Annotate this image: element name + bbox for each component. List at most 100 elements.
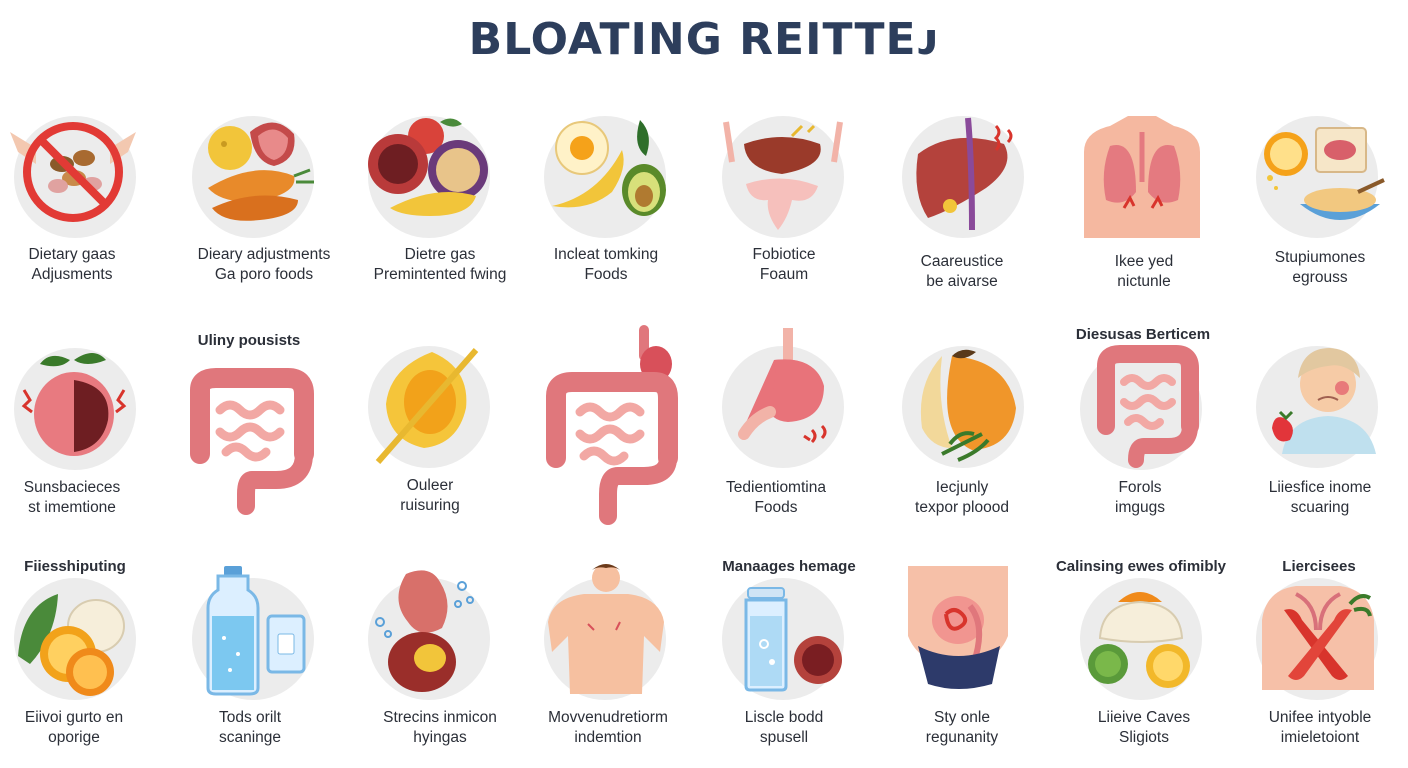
label-line: ruisuring bbox=[400, 497, 460, 514]
label-line: be aivarse bbox=[926, 273, 998, 290]
tile-tedientiomtina: Tedientiomtina Foods bbox=[704, 300, 880, 530]
water-bottle-icon bbox=[206, 566, 306, 696]
tile-label: Forols imgugs bbox=[1052, 478, 1228, 518]
tile-heading: Diesusas Berticem bbox=[1075, 326, 1211, 343]
tile-heading: Manaages hemage bbox=[722, 558, 856, 575]
fermented-fruit-icon bbox=[368, 118, 488, 216]
tile-liiesfice-inome: Liiesfice inome scuaring bbox=[1232, 300, 1408, 530]
tile-label: Dietre gas Premintented fwing bbox=[352, 245, 528, 285]
label-line: Tedientiomtina bbox=[726, 479, 826, 496]
label-line: Strecins inmicon bbox=[383, 709, 497, 726]
tile-label: Strecins inmicon hyingas bbox=[352, 708, 528, 748]
probiotic-jar-icon bbox=[744, 587, 842, 692]
label-line: Dietre gas bbox=[404, 246, 476, 263]
tile-ikee-yed: Ikee yed nictunle bbox=[1056, 0, 1232, 300]
label-line: Dieary adjustments bbox=[197, 246, 331, 263]
tile-label: Tods orilt scaninge bbox=[162, 708, 338, 748]
stomach-icon bbox=[723, 121, 843, 230]
label-line: oporige bbox=[48, 729, 100, 746]
label-line: regunanity bbox=[925, 729, 999, 746]
tile-label: Liiesfice inome scuaring bbox=[1232, 478, 1408, 518]
label-line: Adjusments bbox=[31, 266, 113, 283]
citrus-slice-icon bbox=[375, 348, 479, 464]
fruit-bowl-icon bbox=[1088, 592, 1190, 688]
torso-icon bbox=[548, 564, 664, 694]
label-line: scuaring bbox=[1290, 499, 1350, 516]
gut-bubbles-icon bbox=[375, 570, 474, 692]
label-line: Forols bbox=[1118, 479, 1162, 496]
label-line: Liiesfice inome bbox=[1268, 479, 1372, 496]
tile-stupiumones: Stupiumones egrouss bbox=[1232, 0, 1408, 300]
tile-label: Movvenudretiorm indemtion bbox=[520, 708, 696, 748]
page-title: BLOATING REITTEᴊ bbox=[468, 14, 940, 65]
stomach-pain-icon bbox=[738, 328, 827, 444]
label-line: spusell bbox=[759, 729, 809, 746]
sick-person-icon bbox=[1272, 348, 1376, 454]
fruits-vegetables-icon bbox=[208, 122, 314, 221]
tile-fobiotice: Fobiotice Foaum bbox=[704, 0, 880, 300]
tile-label: Liscle bodd spusell bbox=[696, 708, 872, 748]
label-line: nictunle bbox=[1117, 273, 1171, 290]
tile-label: Caareustice be aivarse bbox=[874, 252, 1050, 292]
tile-label: Tedientiomtina Foods bbox=[688, 478, 864, 518]
tile-iecjunly: Iecjunly texpor ploood bbox=[880, 300, 1056, 530]
tile-heading: Calinsing ewes ofimibly bbox=[1055, 558, 1227, 575]
tile-label: Ikee yed nictunle bbox=[1056, 252, 1232, 292]
label-line: Eiivoi gurto en bbox=[24, 709, 124, 726]
tile-caareustice: Caareustice be aivarse bbox=[880, 0, 1056, 300]
tile-sunsbacieces: Sunsbacieces st imemtione bbox=[0, 300, 176, 530]
vegetables-icon bbox=[18, 594, 125, 696]
label-line: Incleat tomking bbox=[553, 246, 659, 263]
tile-heading: Fiiesshiputing bbox=[24, 558, 126, 575]
label-line: Liscle bodd bbox=[744, 709, 824, 726]
tile-label: Iecjunly texpor ploood bbox=[874, 478, 1050, 518]
tile-manaages-hemage: Manaages hemage Liscle bodd spusell bbox=[704, 530, 880, 768]
tile-calinsing-ewes: Calinsing ewes ofimibly Liieive Caves Sl… bbox=[1056, 530, 1232, 768]
tile-heading: Liercisees bbox=[1282, 558, 1356, 575]
belly-pain-icon bbox=[908, 566, 1008, 689]
tile-heading: Uliny pousists bbox=[197, 332, 301, 349]
label-line: Movvenudretiorm bbox=[548, 709, 668, 726]
papaya-icon bbox=[920, 349, 1016, 462]
label-line: egrouss bbox=[1292, 269, 1348, 286]
digestive-tract-icon bbox=[546, 325, 678, 525]
tile-digestive-tract bbox=[528, 300, 704, 530]
tile-strecins-inmicon: Strecins inmicon hyingas bbox=[352, 530, 528, 768]
label-line: Liieive Caves bbox=[1097, 709, 1191, 726]
intestine-icon bbox=[1097, 345, 1199, 468]
label-line: Foods bbox=[584, 266, 628, 283]
label-line: Ouleer bbox=[406, 477, 454, 494]
tile-label: Stupiumones egrouss bbox=[1232, 248, 1408, 288]
tile-label: Unifee intyoble imieletoiont bbox=[1232, 708, 1408, 748]
label-line: Stupiumones bbox=[1274, 249, 1366, 266]
tile-label: Sty onle regunanity bbox=[874, 708, 1050, 748]
label-line: Sligiots bbox=[1119, 729, 1169, 746]
tile-label: Eiivoi gurto en oporige bbox=[0, 708, 162, 748]
tile-tods-orilt: Tods orilt scaninge bbox=[176, 530, 352, 768]
tile-sty-onle: Sty onle regunanity bbox=[880, 530, 1056, 768]
torso-lungs-icon bbox=[1084, 116, 1200, 238]
tile-dietre-gas: Dietre gas Premintented fwing bbox=[352, 0, 528, 300]
tile-dietary-adjustments: Dieary adjustments Ga poro foods bbox=[176, 0, 352, 300]
label-line: Foods bbox=[754, 499, 798, 516]
label-line: texpor ploood bbox=[915, 499, 1009, 516]
tile-label: Fobiotice Foaum bbox=[696, 245, 872, 285]
tile-diesusas-berticem: Diesusas Berticem Forols imgugs bbox=[1056, 300, 1232, 530]
tile-movvenudretiorm: Movvenudretiorm indemtion bbox=[528, 530, 704, 768]
label-line: st imemtione bbox=[28, 499, 116, 516]
tile-label: Dietary gaas Adjusments bbox=[0, 245, 160, 285]
label-line: imieletoiont bbox=[1280, 729, 1360, 746]
tile-fiiesshiputing: Fiiesshiputing Eiivoi gurto en oporige bbox=[0, 530, 176, 768]
label-line: Caareustice bbox=[920, 253, 1004, 270]
tile-incleat-tomking: Incleat tomking Foods bbox=[528, 0, 704, 300]
label-line: Sunsbacieces bbox=[23, 479, 121, 496]
label-line: Ikee yed bbox=[1114, 253, 1174, 270]
tile-label: Dieary adjustments Ga poro foods bbox=[176, 245, 352, 285]
label-line: Unifee intyoble bbox=[1268, 709, 1372, 726]
label-line: hyingas bbox=[413, 729, 467, 746]
label-line: Fobiotice bbox=[752, 246, 816, 263]
egg-avocado-icon bbox=[552, 120, 666, 216]
label-line: Foaum bbox=[759, 266, 809, 283]
tile-label: Sunsbacieces st imemtione bbox=[0, 478, 160, 518]
tile-label: Ouleer ruisuring bbox=[342, 476, 518, 516]
